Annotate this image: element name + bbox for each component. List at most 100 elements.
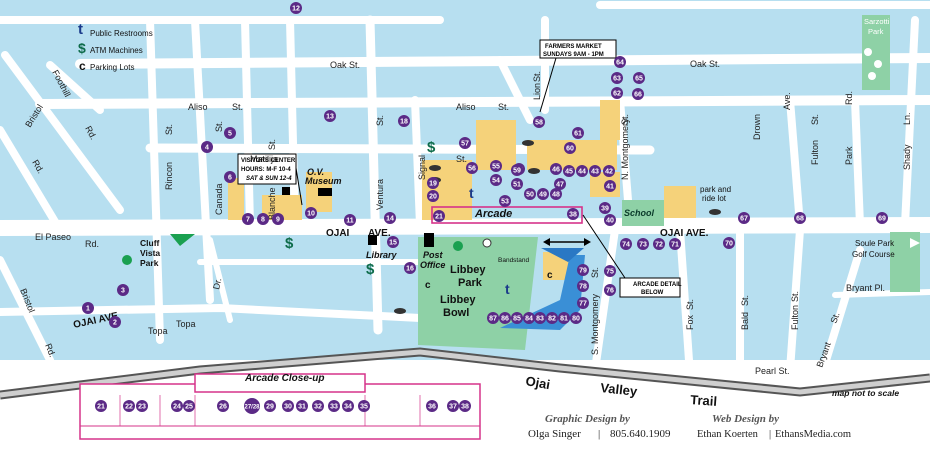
location-marker[interactable]: 64 [614, 56, 626, 68]
location-marker[interactable]: 87 [487, 312, 499, 324]
location-marker[interactable]: 18 [398, 115, 410, 127]
location-marker[interactable]: 4 [201, 141, 213, 153]
location-marker[interactable]: 7 [242, 213, 254, 225]
location-marker[interactable]: 14 [384, 212, 396, 224]
location-marker[interactable]: 58 [533, 116, 545, 128]
location-marker[interactable]: 16 [404, 262, 416, 274]
location-marker[interactable]: 3 [117, 284, 129, 296]
location-marker[interactable]: 43 [589, 165, 601, 177]
location-marker[interactable]: 41 [604, 180, 616, 192]
location-marker[interactable]: 66 [632, 88, 644, 100]
location-marker[interactable]: 80 [570, 312, 582, 324]
location-marker[interactable]: 68 [794, 212, 806, 224]
svg-text:2: 2 [113, 320, 117, 327]
closeup-marker[interactable]: 38 [459, 400, 471, 412]
location-marker[interactable]: 19 [427, 177, 439, 189]
location-marker[interactable]: 39 [599, 202, 611, 214]
closeup-marker[interactable]: 26 [217, 400, 229, 412]
location-marker[interactable]: 42 [603, 165, 615, 177]
location-marker[interactable]: 65 [633, 72, 645, 84]
location-marker[interactable]: 85 [511, 312, 523, 324]
location-marker[interactable]: 12 [290, 2, 302, 14]
location-marker[interactable]: 48 [550, 188, 562, 200]
closeup-marker[interactable]: 27/28 [244, 398, 260, 414]
svg-text:St.: St. [267, 139, 277, 150]
libbey-bowl-label: Libbey [440, 294, 476, 306]
location-marker[interactable]: 49 [537, 188, 549, 200]
closeup-marker[interactable]: 34 [342, 400, 354, 412]
location-marker[interactable]: 46 [550, 163, 562, 175]
location-marker[interactable]: 75 [604, 265, 616, 277]
location-marker[interactable]: 15 [387, 236, 399, 248]
location-marker[interactable]: 86 [499, 312, 511, 324]
closeup-marker[interactable]: 30 [282, 400, 294, 412]
closeup-marker[interactable]: 21 [95, 400, 107, 412]
location-marker[interactable]: 51 [511, 178, 523, 190]
location-marker[interactable]: 72 [653, 238, 665, 250]
svg-text:31: 31 [298, 404, 306, 411]
location-marker[interactable]: 20 [427, 190, 439, 202]
location-marker[interactable]: 57 [459, 137, 471, 149]
location-marker[interactable]: 53 [499, 195, 511, 207]
location-marker[interactable]: 10 [305, 207, 317, 219]
location-marker[interactable]: 44 [576, 165, 588, 177]
graphic-design-title: Graphic Design by [545, 413, 630, 425]
svg-text:Rd.: Rd. [844, 91, 854, 105]
location-marker[interactable]: 47 [554, 178, 566, 190]
location-marker[interactable]: 61 [572, 127, 584, 139]
location-marker[interactable]: 74 [620, 238, 632, 250]
street-shady: Shady [902, 144, 912, 170]
location-marker[interactable]: 45 [563, 165, 575, 177]
location-marker[interactable]: 55 [490, 160, 502, 172]
street-lion: Lion [532, 83, 542, 100]
closeup-marker[interactable]: 22 [123, 400, 135, 412]
closeup-marker[interactable]: 35 [358, 400, 370, 412]
location-marker[interactable]: 6 [224, 171, 236, 183]
street-oak: Oak St. [330, 60, 360, 70]
closeup-marker[interactable]: 29 [264, 400, 276, 412]
location-marker[interactable]: 77 [577, 297, 589, 309]
closeup-marker[interactable]: 37 [447, 400, 459, 412]
location-marker[interactable]: 62 [611, 87, 623, 99]
location-marker[interactable]: 60 [564, 142, 576, 154]
svg-text:4: 4 [205, 145, 209, 152]
svg-text:38: 38 [461, 404, 469, 411]
svg-text:40: 40 [606, 218, 614, 225]
closeup-marker[interactable]: 25 [183, 400, 195, 412]
location-marker[interactable]: 5 [224, 127, 236, 139]
street-ojai-ave-mid: OJAI [326, 228, 350, 239]
location-marker[interactable]: 71 [669, 238, 681, 250]
location-marker[interactable]: 11 [344, 214, 356, 226]
location-marker[interactable]: 82 [546, 312, 558, 324]
location-marker[interactable]: 9 [272, 213, 284, 225]
location-marker[interactable]: 21 [433, 210, 445, 222]
location-marker[interactable]: 2 [109, 316, 121, 328]
location-marker[interactable]: 8 [257, 213, 269, 225]
location-marker[interactable]: 76 [604, 284, 616, 296]
location-marker[interactable]: 73 [637, 238, 649, 250]
svg-text:21: 21 [435, 214, 443, 221]
location-marker[interactable]: 13 [324, 110, 336, 122]
location-marker[interactable]: 83 [534, 312, 546, 324]
closeup-marker[interactable]: 36 [426, 400, 438, 412]
location-marker[interactable]: 70 [723, 237, 735, 249]
location-marker[interactable]: 54 [490, 174, 502, 186]
location-marker[interactable]: 1 [82, 302, 94, 314]
location-marker[interactable]: 84 [523, 312, 535, 324]
location-marker[interactable]: 40 [604, 214, 616, 226]
location-marker[interactable]: 38 [567, 208, 579, 220]
location-marker[interactable]: 59 [511, 164, 523, 176]
closeup-marker[interactable]: 33 [328, 400, 340, 412]
location-marker[interactable]: 78 [577, 280, 589, 292]
location-marker[interactable]: 56 [466, 162, 478, 174]
location-marker[interactable]: 81 [558, 312, 570, 324]
location-marker[interactable]: 69 [876, 212, 888, 224]
closeup-marker[interactable]: 31 [296, 400, 308, 412]
closeup-marker[interactable]: 23 [136, 400, 148, 412]
location-marker[interactable]: 50 [524, 188, 536, 200]
closeup-marker[interactable]: 24 [171, 400, 183, 412]
location-marker[interactable]: 63 [611, 72, 623, 84]
closeup-marker[interactable]: 32 [312, 400, 324, 412]
location-marker[interactable]: 67 [738, 212, 750, 224]
location-marker[interactable]: 79 [577, 264, 589, 276]
